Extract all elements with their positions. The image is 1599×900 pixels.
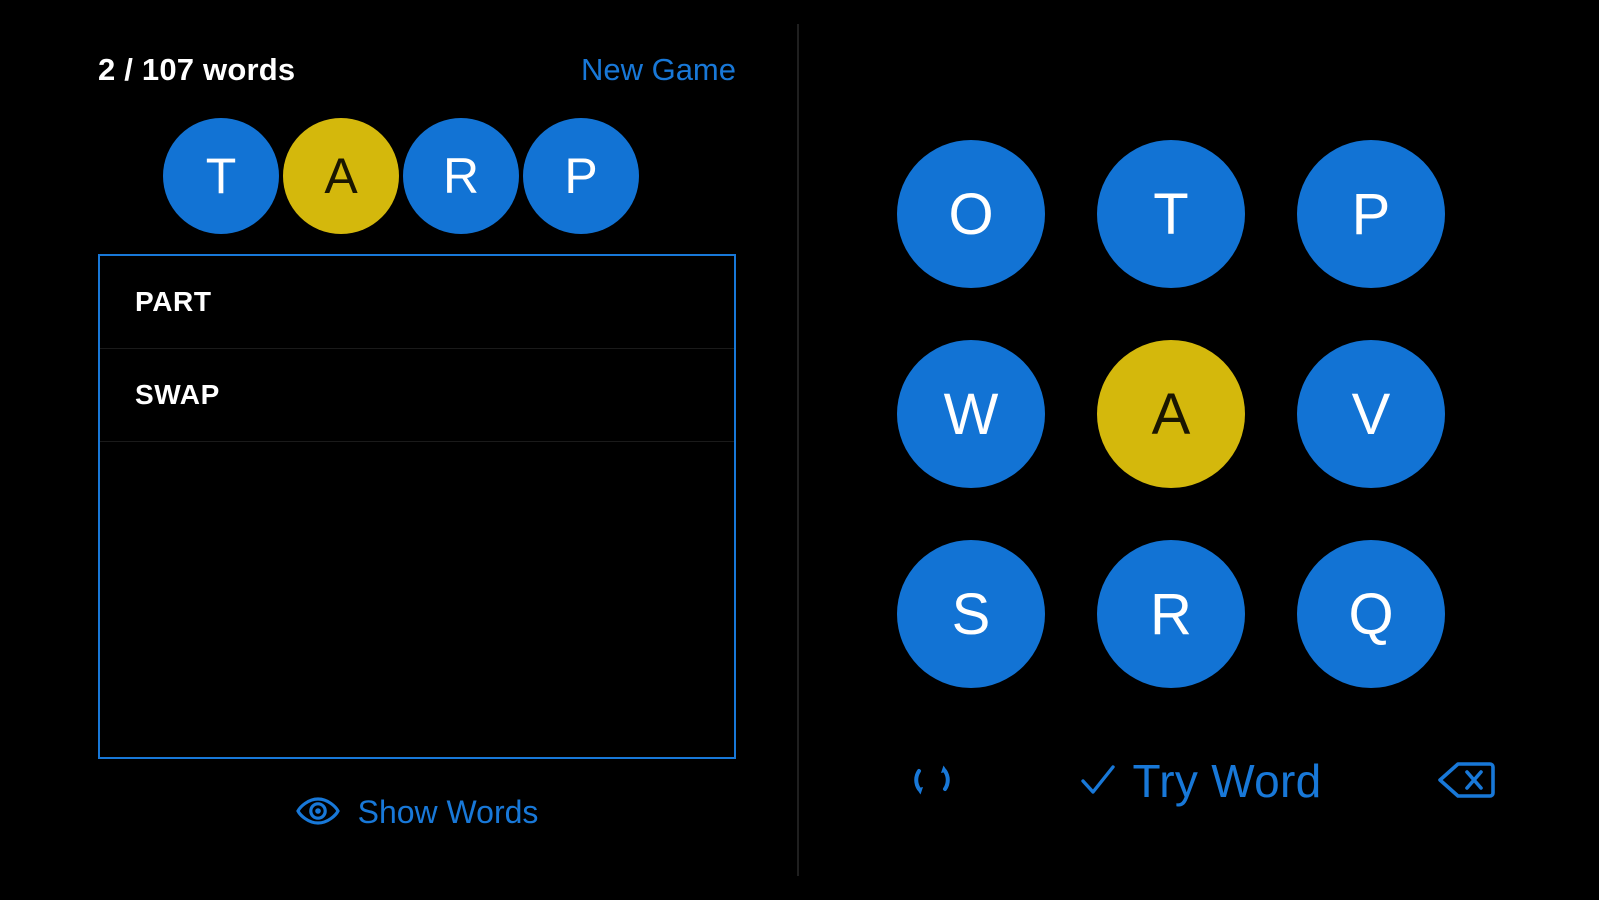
shuffle-button[interactable] bbox=[889, 738, 975, 824]
found-words-panel: PART SWAP bbox=[98, 254, 736, 759]
new-game-button[interactable]: New Game bbox=[580, 52, 736, 87]
letter-tile-0-2[interactable]: P bbox=[1297, 140, 1445, 288]
found-word-row: PART bbox=[100, 256, 734, 349]
current-word-tiles: T A R P bbox=[163, 118, 639, 234]
current-word-tile-3[interactable]: P bbox=[523, 118, 639, 234]
check-icon bbox=[1077, 759, 1119, 804]
letter-tile-2-1[interactable]: R bbox=[1097, 540, 1245, 688]
word-count-label: 2 / 107 words bbox=[98, 52, 296, 87]
try-word-label: Try Word bbox=[1132, 755, 1322, 807]
letter-tile-1-2[interactable]: V bbox=[1297, 340, 1445, 488]
backspace-button[interactable] bbox=[1423, 738, 1509, 824]
letter-grid: O T P W A V S R Q bbox=[897, 140, 1445, 688]
current-word-tile-1[interactable]: A bbox=[283, 118, 399, 234]
current-word-tile-0[interactable]: T bbox=[163, 118, 279, 234]
eye-icon bbox=[295, 796, 340, 829]
action-bar: Try Word bbox=[889, 738, 1509, 824]
left-panel: 2 / 107 words New Game T A R P PART SWAP bbox=[0, 0, 797, 900]
letter-tile-2-0[interactable]: S bbox=[897, 540, 1045, 688]
panel-divider bbox=[797, 24, 799, 876]
right-panel: O T P W A V S R Q bbox=[799, 0, 1599, 900]
letter-tile-0-1[interactable]: T bbox=[1097, 140, 1245, 288]
status-bar: 2 / 107 words New Game bbox=[98, 46, 736, 94]
show-words-button[interactable]: Show Words bbox=[98, 782, 736, 842]
found-words-list: PART SWAP bbox=[100, 256, 734, 442]
refresh-icon bbox=[905, 753, 959, 810]
try-word-button[interactable]: Try Word bbox=[1077, 754, 1322, 808]
backspace-icon bbox=[1437, 757, 1495, 806]
letter-tile-1-0[interactable]: W bbox=[897, 340, 1045, 488]
letter-tile-1-1[interactable]: A bbox=[1097, 340, 1245, 488]
letter-tile-0-0[interactable]: O bbox=[897, 140, 1045, 288]
letter-tile-2-2[interactable]: Q bbox=[1297, 540, 1445, 688]
found-word-row: SWAP bbox=[100, 349, 734, 442]
current-word-tile-2[interactable]: R bbox=[403, 118, 519, 234]
show-words-label: Show Words bbox=[357, 793, 539, 830]
